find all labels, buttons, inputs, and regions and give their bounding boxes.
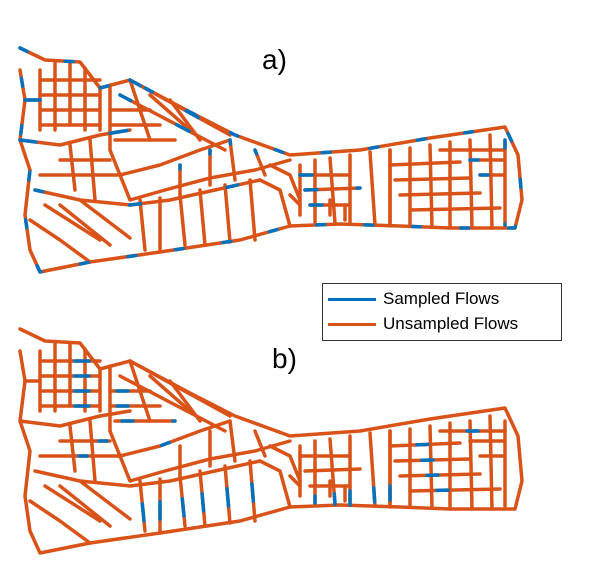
street-segment-unsampled [33, 459, 262, 488]
street-segment-unsampled [28, 479, 132, 545]
street-segment-unsampled [388, 414, 494, 511]
street-segment-unsampled [18, 98, 132, 147]
street-segment-unsampled [38, 359, 102, 408]
street-segment-sampled [298, 173, 362, 207]
network-map-b [18, 327, 524, 555]
legend-swatch-sampled [328, 298, 376, 301]
network-map-a [18, 46, 524, 274]
street-segment-unsampled [18, 379, 132, 428]
network-panel-a: a) [0, 0, 600, 281]
street-segment-unsampled [178, 138, 267, 197]
street-segment-unsampled [33, 178, 262, 207]
legend-entry-unsampled: Unsampled Flows [323, 313, 561, 335]
legend-label-sampled: Sampled Flows [383, 289, 500, 308]
legend-swatch-unsampled [328, 323, 376, 326]
street-segment-unsampled [258, 163, 302, 228]
street-segment-unsampled [38, 138, 232, 177]
street-segment-unsampled [468, 419, 507, 508]
street-segment-sampled [18, 98, 132, 147]
street-segment-unsampled [288, 193, 347, 222]
street-segment-unsampled [38, 78, 102, 127]
street-segment-unsampled [258, 444, 302, 509]
street-segment-unsampled [178, 419, 267, 478]
street-segment-unsampled [138, 178, 257, 254]
network-panel-b: b) [0, 281, 600, 562]
street-segment-sampled [388, 429, 507, 493]
street-segment-unsampled [388, 148, 507, 212]
street-segment-sampled [468, 138, 507, 227]
street-segment-unsampled [28, 198, 132, 264]
legend-label-unsampled: Unsampled Flows [383, 314, 519, 333]
legend-entry-sampled: Sampled Flows [323, 288, 561, 310]
legend: Sampled Flows Unsampled Flows [322, 283, 562, 341]
street-segment-sampled [38, 419, 232, 458]
street-segment-sampled [108, 389, 177, 423]
street-segment-unsampled [388, 133, 494, 230]
street-segment-unsampled [468, 138, 507, 227]
street-segment-unsampled [108, 108, 177, 142]
street-segment-unsampled [118, 359, 232, 433]
street-segment-sampled [138, 459, 257, 535]
panel-label-a: a) [262, 44, 287, 75]
panel-label-b: b) [272, 343, 297, 374]
street-segment-unsampled [288, 474, 347, 503]
